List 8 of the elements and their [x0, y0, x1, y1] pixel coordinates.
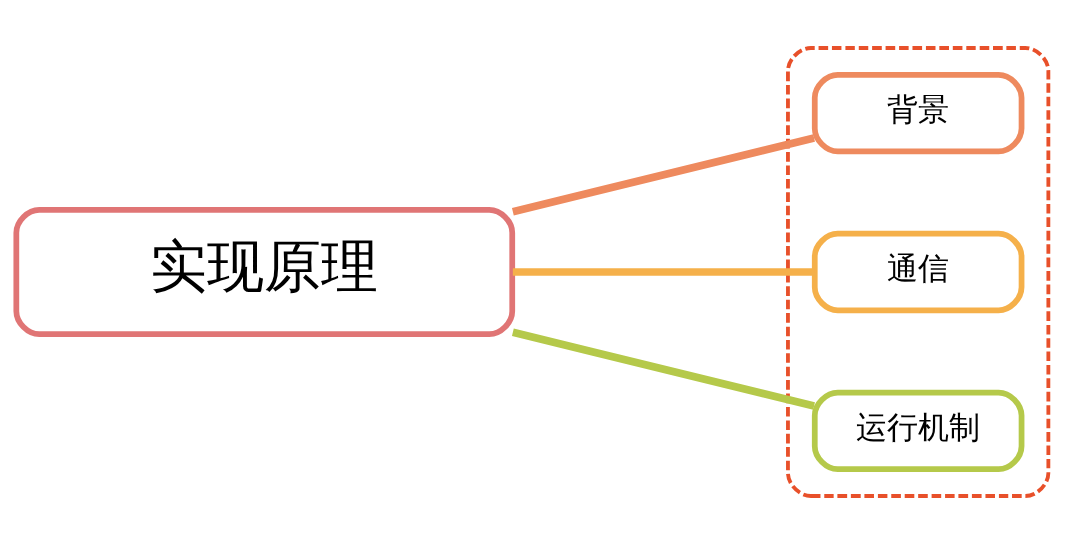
connector — [512, 268, 815, 276]
node-box: 运行机制 — [811, 389, 1025, 473]
connector — [511, 328, 815, 410]
cluster — [786, 46, 1051, 498]
node-box: 实现原理 — [13, 206, 516, 338]
node-box: 通信 — [811, 230, 1025, 314]
node-box: 背景 — [811, 71, 1025, 155]
connector — [511, 134, 815, 216]
